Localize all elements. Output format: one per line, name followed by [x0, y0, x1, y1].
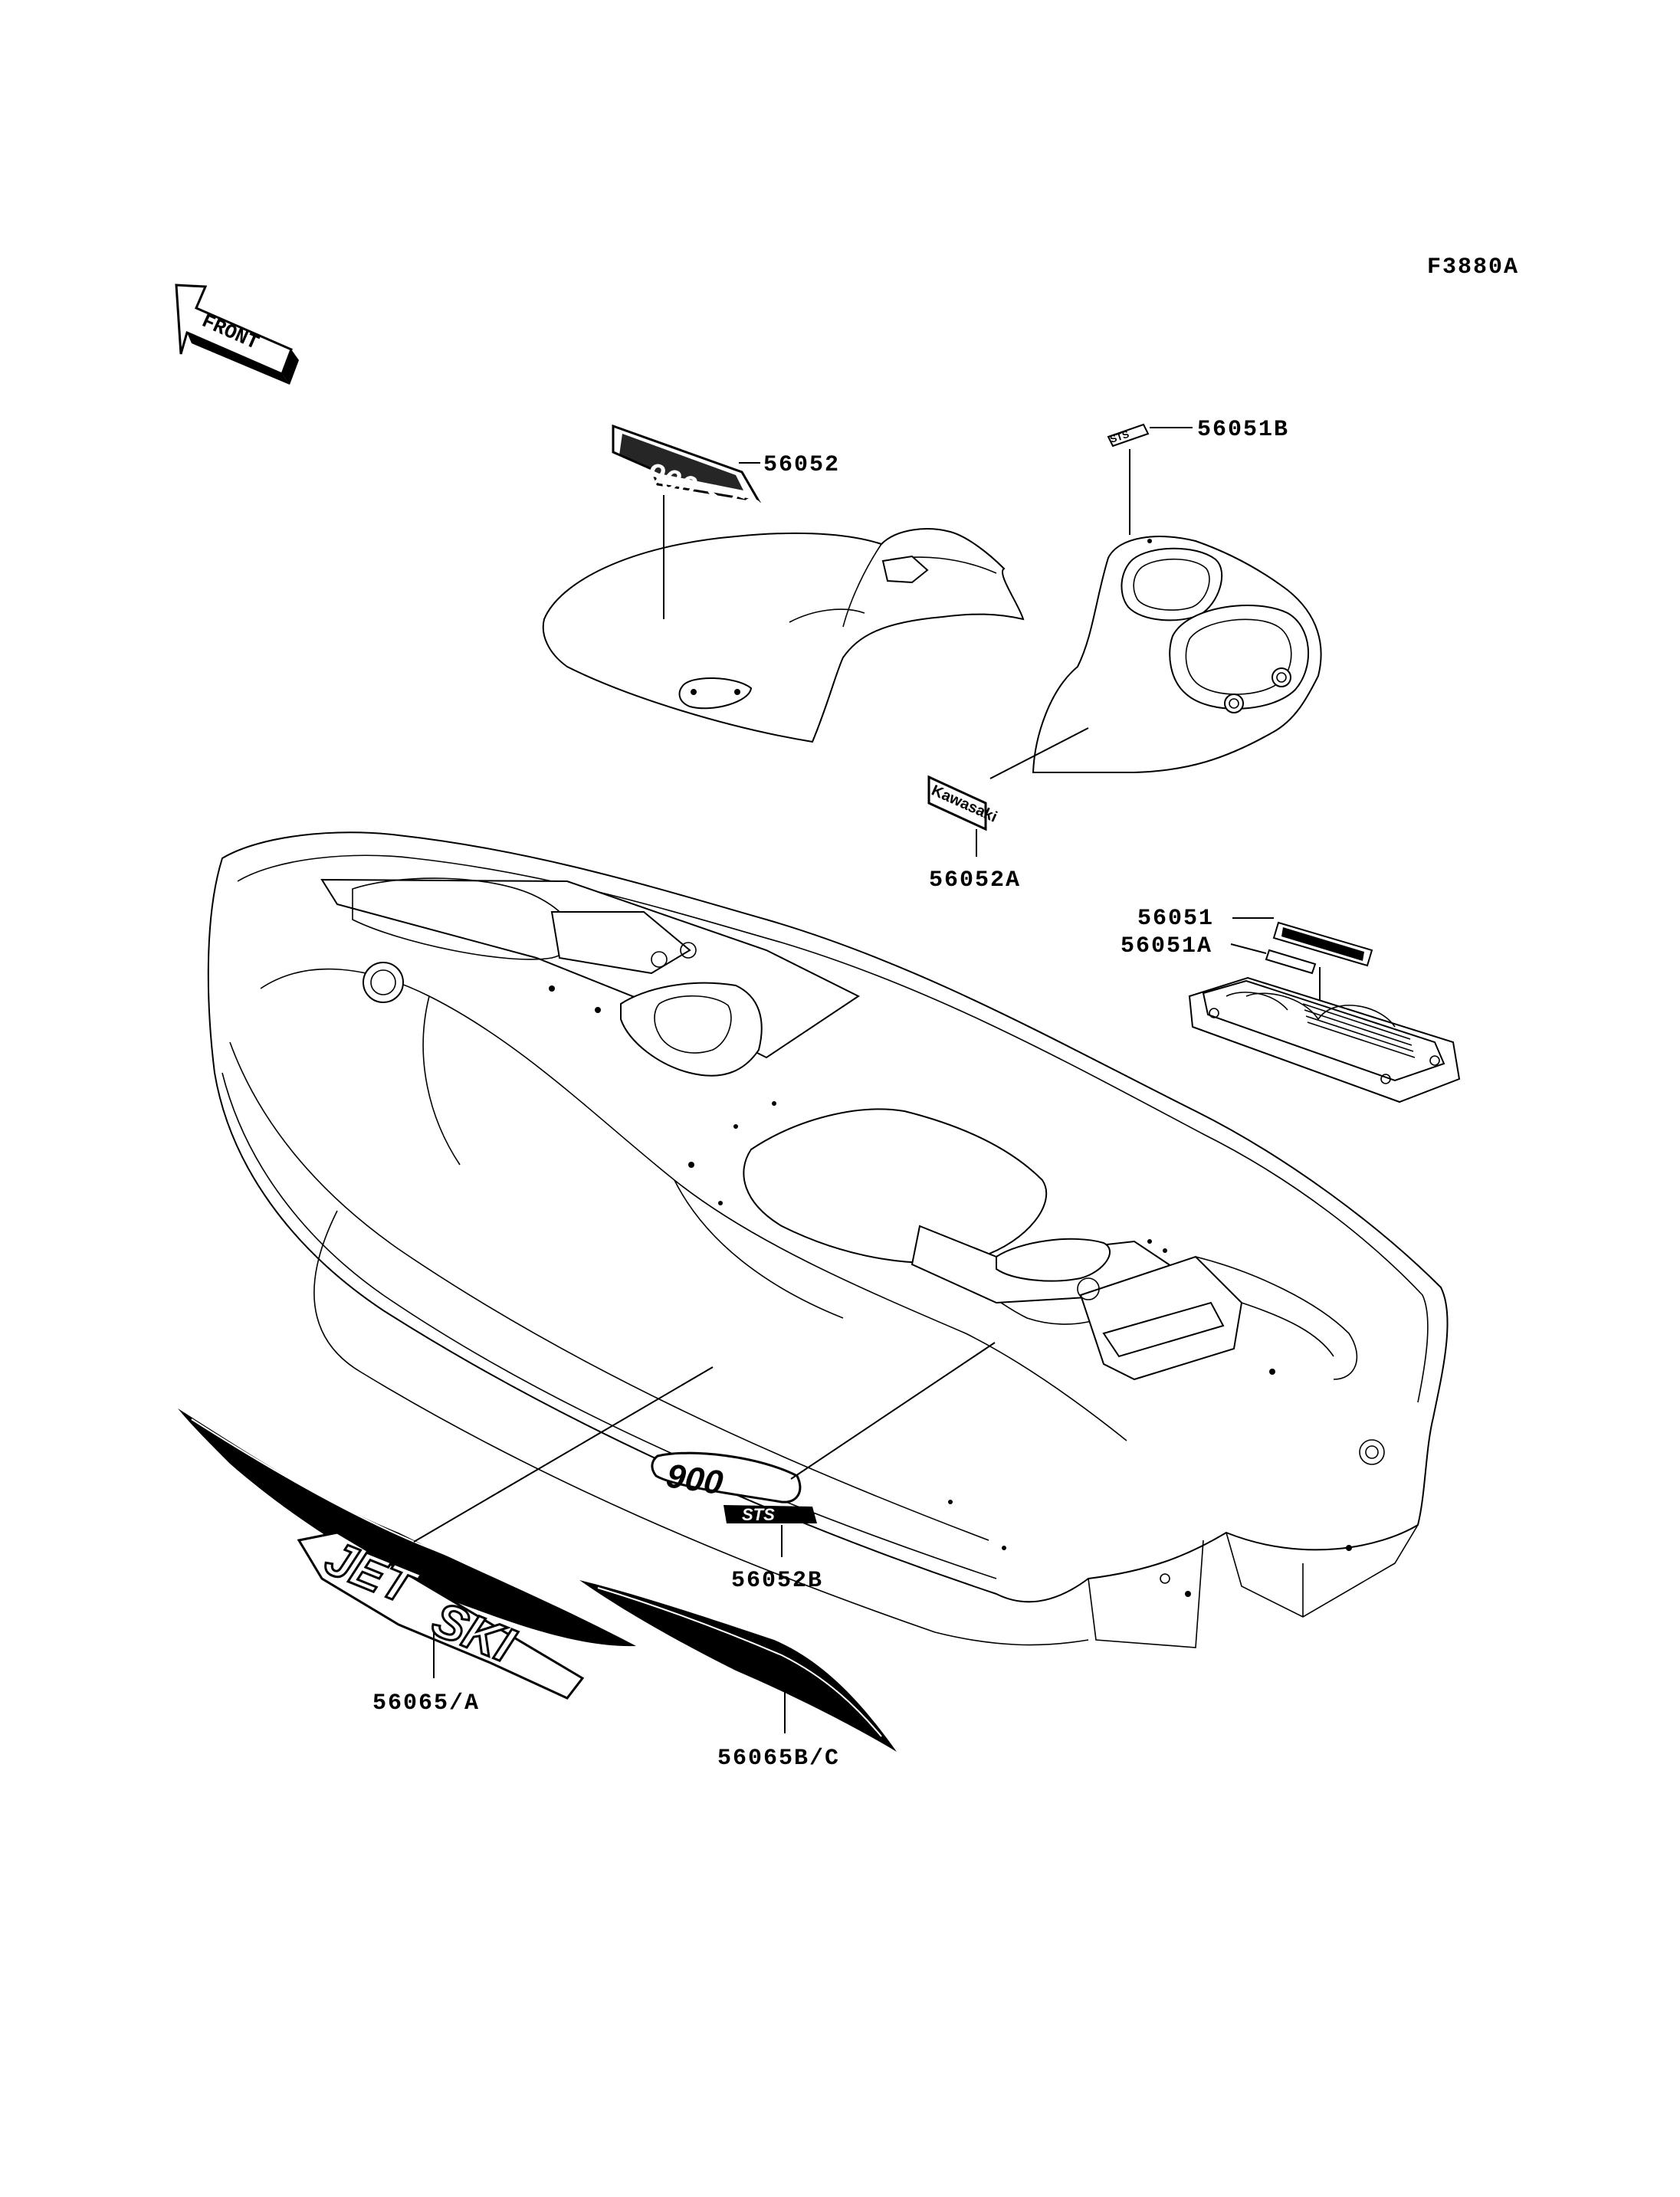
svg-text:STS: STS	[1108, 428, 1130, 445]
steering-cover	[1032, 536, 1322, 773]
decal-56052-icon: 900 STS	[612, 424, 766, 529]
decal-56051b-icon: STS	[1107, 423, 1150, 448]
svg-text:900: 900	[664, 1457, 726, 1502]
decal-56065bc-icon	[579, 1580, 897, 1752]
diagram-code: F3880A	[1427, 254, 1519, 280]
jet-ski-hull	[207, 831, 1449, 1648]
part-number-56065a: 56065/A	[372, 1690, 480, 1717]
part-number-56051: 56051	[1137, 906, 1214, 932]
front-direction-arrow-icon: FRONT	[175, 284, 299, 385]
part-number-56051b: 56051B	[1197, 417, 1289, 443]
part-number-56052b: 56052B	[731, 1568, 823, 1594]
decal-56052a-icon: Kawasaki	[927, 775, 999, 831]
svg-text:STS: STS	[742, 1505, 775, 1524]
decal-56052b-icon: 900 STS	[651, 1451, 817, 1524]
part-number-56052: 56052	[763, 452, 840, 478]
part-number-56065bc: 56065B/C	[717, 1746, 840, 1772]
front-hood-panel	[542, 528, 1025, 743]
decal-56051a-icon	[1265, 949, 1317, 975]
part-number-56052a: 56052A	[929, 867, 1021, 894]
cylinder-head-cover	[1188, 976, 1461, 1103]
part-number-56051a: 56051A	[1121, 933, 1212, 959]
decal-56051-icon	[1272, 921, 1373, 967]
